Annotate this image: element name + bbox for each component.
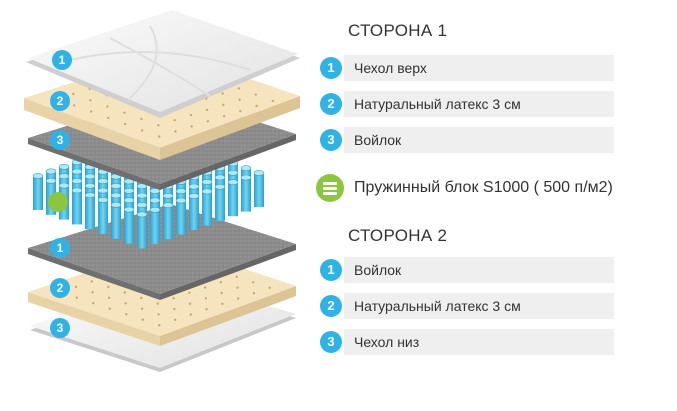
side-2-item: 2 Натуральный латекс 3 см xyxy=(320,293,614,319)
layer-label: Чехол низ xyxy=(354,334,420,350)
illustration-badge-top-3: 3 xyxy=(50,130,70,150)
number-badge: 1 xyxy=(320,259,342,281)
illustration-badge-top-2: 2 xyxy=(50,91,70,111)
side-2-heading: СТОРОНА 2 xyxy=(348,226,448,245)
spring-block-label: Пружинный блок S1000 ( 500 п/м2) xyxy=(354,179,613,196)
number-badge: 3 xyxy=(320,129,342,151)
bottom-felt-layer xyxy=(28,204,296,300)
layer-label: Войлок xyxy=(354,262,402,278)
side-2-item: 3 Чехол низ xyxy=(320,329,614,355)
side-2-item: 1 Войлок xyxy=(320,257,614,283)
spring-block-icon xyxy=(316,174,344,202)
layer-label: Войлок xyxy=(354,132,402,148)
number-badge: 3 xyxy=(320,331,342,353)
layer-label: Натуральный латекс 3 см xyxy=(354,298,521,314)
illustration-badge-bottom-2: 2 xyxy=(50,278,70,298)
illustration-badge-bottom-3: 3 xyxy=(50,318,70,338)
number-badge: 2 xyxy=(320,93,342,115)
layer-label: Чехол верх xyxy=(354,60,427,76)
top-cover-layer xyxy=(26,10,300,118)
side-1-heading: СТОРОНА 1 xyxy=(348,21,448,40)
side-1-item: 1 Чехол верх xyxy=(320,55,614,81)
illustration-badge-top-1: 1 xyxy=(52,50,72,70)
illustration-badge-bottom-1: 1 xyxy=(50,238,70,258)
number-badge: 1 xyxy=(320,57,342,79)
spring-block-item: Пружинный блок S1000 ( 500 п/м2) xyxy=(316,174,636,202)
spring-block-badge-icon xyxy=(48,192,68,212)
side-1-item: 3 Войлок xyxy=(320,127,614,153)
side-1-item: 2 Натуральный латекс 3 см xyxy=(320,91,614,117)
layer-label: Натуральный латекс 3 см xyxy=(354,96,521,112)
number-badge: 2 xyxy=(320,295,342,317)
